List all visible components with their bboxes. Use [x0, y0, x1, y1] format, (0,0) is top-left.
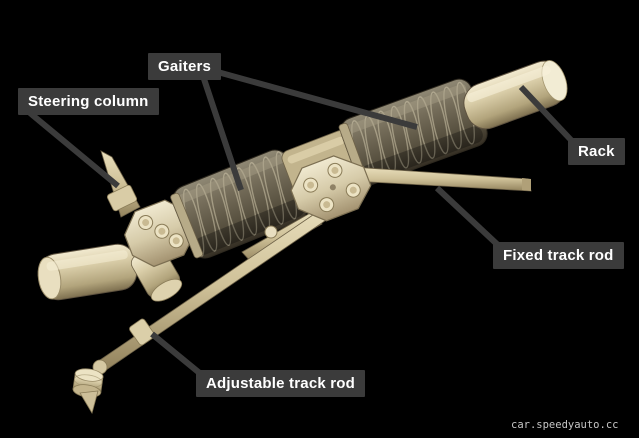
steering-column-shaft: [100, 150, 141, 218]
watermark: car.speedyauto.cc: [511, 419, 619, 431]
leader-lines: [28, 68, 574, 378]
leader-gaiters-left: [201, 78, 244, 191]
rack-tube-right-end: [463, 60, 568, 130]
rack-tube-left-end: [37, 243, 138, 301]
leader-gaiters-right: [213, 68, 418, 130]
leader-steering-column: [28, 110, 120, 189]
leader-fixed-track-rod: [434, 185, 502, 249]
tie-rod-end: [72, 368, 104, 415]
label-rack: Rack: [568, 138, 625, 165]
label-adjustable-track-rod: Adjustable track rod: [196, 370, 366, 397]
label-gaiters: Gaiters: [148, 53, 222, 80]
leader-adjustable-track-rod: [150, 331, 204, 378]
fixed-track-rod: [351, 166, 532, 192]
label-fixed-track-rod: Fixed track rod: [493, 242, 624, 269]
leader-rack: [518, 84, 574, 143]
center-plate: [290, 155, 372, 222]
label-steering-column: Steering column: [18, 88, 159, 115]
